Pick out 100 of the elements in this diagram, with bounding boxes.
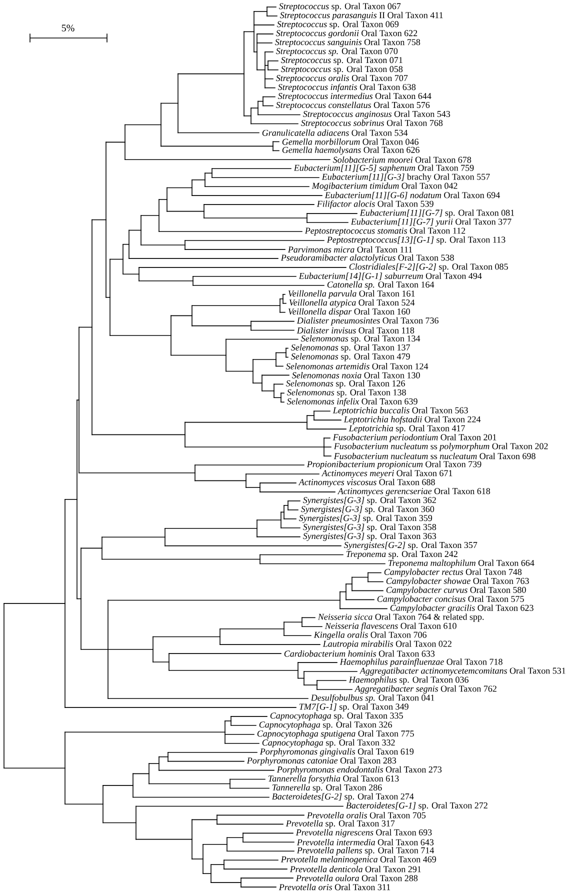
taxon-label: Treponema sp. Oral Taxon 242	[346, 550, 458, 559]
taxon-label: Selenomonas sp. Oral Taxon 134	[301, 335, 420, 344]
taxon-label: Selenomonas sp. Oral Taxon 479	[291, 353, 410, 362]
taxon-label: Campylobacter concisus Oral Taxon 575	[377, 596, 524, 604]
taxon-label: Gemella haemolysans Oral Taxon 626	[282, 146, 420, 155]
taxon-label: Eubacterium[11][G-3] brachy Oral Taxon 557	[322, 174, 490, 182]
taxon-label: Neisseria sicca Oral Taxon 764 & related spp.	[318, 614, 484, 622]
taxon-label: Prevotella oralis Oral Taxon 705	[306, 812, 426, 818]
taxon-label: Prevotella intermedia Oral Taxon 643	[296, 838, 434, 846]
taxon-label: Prevotella melaninogenica Oral Taxon 469	[280, 856, 436, 864]
taxon-label: Streptococcus parasanguis II Oral Taxon 411	[280, 12, 443, 20]
taxon-label: Streptococcus gordonii Oral Taxon 622	[276, 30, 418, 38]
taxon-label: Actinomyces gerencseriae Oral Taxon 618	[337, 488, 490, 496]
taxon-label: Dialister invisus Oral Taxon 118	[296, 327, 414, 334]
taxon-label: Aggregatibacter actinomycetemcomitans Oral Taxon 531	[359, 667, 566, 676]
taxon-label: Peptostreptococcus[13][G-1] sp. Oral Taxon 113	[326, 236, 506, 245]
taxon-label: Prevotella sp. Oral Taxon 317	[286, 820, 395, 828]
taxon-label: Eubacterium[11][G-7] yurii Oral Taxon 377	[350, 218, 512, 227]
taxon-label: Leptotrichia sp. Oral Taxon 417	[348, 424, 465, 434]
scale-label: 5%	[62, 24, 74, 32]
taxon-label: Capnocytophaga sp. Oral Taxon 332	[262, 739, 395, 748]
taxon-label: Streptococcus sp. Oral Taxon 070	[276, 48, 398, 56]
taxon-label: Capnocytophaga sp. Oral Taxon 335	[270, 712, 403, 721]
taxon-label: Desulfobulbus sp. Oral Taxon 041	[310, 694, 434, 703]
taxon-label: Campylobacter curvus Oral Taxon 580	[386, 586, 526, 595]
taxon-label: Streptococcus sp. Oral Taxon 067	[279, 2, 401, 12]
taxon-label: Neisseria flavescens Oral Taxon 610	[324, 622, 456, 631]
taxon-label: Bacteroidetes[G-1] sp. Oral Taxon 272	[346, 802, 488, 810]
taxon-label: Eubacterium[14][G-1] saburreum Oral Taxon 494	[298, 272, 482, 280]
taxon-label: Gemella morbillorum Oral Taxon 046	[282, 138, 418, 145]
taxon-label: Eubacterium[11][G-7] sp. Oral Taxon 081	[360, 209, 514, 218]
taxon-label: Prevotella oulora Oral Taxon 288	[296, 874, 418, 882]
taxon-label: Leptotrichia buccalis Oral Taxon 563	[332, 407, 468, 416]
taxon-label: Synergistes[G-3] sp. Oral Taxon 360	[301, 506, 434, 514]
taxon-label: Granulicatella adiacens Oral Taxon 534	[262, 130, 408, 136]
taxon-label: Selenomonas sp. Oral Taxon 138	[287, 389, 406, 398]
taxon-label: Kingella oralis Oral Taxon 706	[314, 632, 426, 640]
taxon-label: Tannerella sp. Oral Taxon 286	[272, 784, 382, 792]
taxon-label: Selenomonas infelix Oral Taxon 639	[287, 398, 418, 406]
taxon-label: Porphyromonas catoniae Oral Taxon 283	[246, 757, 396, 766]
taxon-label: Streptococcus sanguinis Oral Taxon 758	[275, 38, 420, 47]
taxon-label: Selenomonas sp. Oral Taxon 126	[286, 380, 405, 388]
taxon-label: Catonella sp. Oral Taxon 164	[327, 281, 434, 290]
taxon-label: Bacteroidetes[G-2] sp. Oral Taxon 274	[272, 793, 414, 802]
taxon-label: Fusobacterium periodontium Oral Taxon 201	[332, 434, 496, 442]
taxon-label: Campylobacter gracilis Oral Taxon 623	[390, 604, 534, 613]
taxon-label: Streptococcus constellatus Oral Taxon 576	[276, 102, 430, 110]
taxon-label: Streptococcus infantis Oral Taxon 638	[278, 84, 416, 92]
taxon-label: Mogibacterium timidum Oral Taxon 042	[312, 182, 458, 191]
taxon-label: Synergistes[G-3] sp. Oral Taxon 358	[303, 524, 436, 532]
taxon-label: Streptococcus sobrinus Oral Taxon 768	[301, 120, 443, 128]
taxon-label: Prevotella oris Oral Taxon 311	[278, 884, 390, 890]
taxon-label: Haemophilus sp. Oral Taxon 036	[348, 676, 468, 685]
taxon-label: Propionibacterium propionicum Oral Taxon 739	[306, 460, 482, 470]
taxon-label: Prevotella denticola Oral Taxon 291	[290, 866, 421, 872]
taxon-label: Solobacterium moorei Oral Taxon 678	[333, 156, 472, 163]
taxon-label: Peptostreptococcus stomatis Oral Taxon 112	[304, 227, 466, 236]
taxon-label: Synergistes[G-3] sp. Oral Taxon 359	[299, 514, 432, 523]
taxon-label: Selenomonas noxia Oral Taxon 130	[292, 372, 420, 378]
taxon-label: Fusobacterium nucleatum ss polymorphum Oral Taxon 202	[334, 442, 548, 452]
taxon-label: Aggregatibacter segnis Oral Taxon 762	[354, 685, 496, 694]
taxon-label: Clostridiales[F-2][G-2] sp. Oral Taxon 085	[349, 263, 508, 272]
taxon-label: Veillonella dispar Oral Taxon 160	[288, 308, 410, 316]
taxon-label: Synergistes[G-3] sp. Oral Taxon 362	[303, 496, 436, 505]
taxon-label: Campylobacter rectus Oral Taxon 748	[384, 568, 522, 577]
taxon-label: Streptococcus anginosus Oral Taxon 543	[303, 110, 450, 119]
taxon-label: Eubacterium[11][G-6] nodatum Oral Taxon 694	[324, 192, 500, 200]
taxon-label: Selenomonas sp. Oral Taxon 137	[291, 344, 410, 352]
taxon-label: Synergistes[G-3] sp. Oral Taxon 363	[303, 532, 436, 541]
taxon-label: Streptococcus oralis Oral Taxon 707	[276, 74, 408, 83]
taxon-label: Pseudoramibacter alactolyticus Oral Taxon 538	[280, 254, 454, 263]
taxon-label: Treponema maltophilum Oral Taxon 664	[388, 560, 534, 568]
taxon-label: Capnocytophaga sputigena Oral Taxon 775	[257, 730, 414, 738]
taxon-label: Actinomyces meyeri Oral Taxon 671	[321, 470, 452, 478]
taxon-label: Prevotella pallens sp. Oral Taxon 714	[296, 847, 434, 856]
taxon-label: TM7[G-1] sp. Oral Taxon 349	[300, 703, 408, 712]
taxon-label: Campylobacter showae Oral Taxon 763	[386, 578, 529, 586]
taxon-label: Tannerella forsythia Oral Taxon 613	[268, 775, 399, 784]
taxon-label: Porphyromonas endodontalis Oral Taxon 273	[276, 766, 442, 774]
taxon-label: Lautropia mirabilis Oral Taxon 022	[322, 640, 452, 649]
taxon-label: Synergistes[G-2] sp. Oral Taxon 357	[344, 542, 478, 550]
taxon-label: Dialister pneumosintes Oral Taxon 736	[296, 317, 438, 326]
taxon-label: Haemophilus parainfluenzae Oral Taxon 718	[340, 658, 502, 667]
taxon-label: Selenomonas artemidis Oral Taxon 124	[286, 363, 428, 370]
taxon-label: Filifactor alocis Oral Taxon 539	[316, 200, 434, 209]
taxon-label: Veillonella parvula Oral Taxon 161	[288, 290, 415, 298]
taxon-label: Actinomyces viscosus Oral Taxon 688	[298, 478, 435, 488]
taxon-label: Cardiobacterium hominis Oral Taxon 633	[284, 650, 435, 657]
taxon-label: Prevotella nigrescens Oral Taxon 693	[296, 829, 432, 838]
taxon-label: Leptotrichia hofstadii Oral Taxon 224	[344, 416, 481, 424]
taxon-label: Streptococcus sp. Oral Taxon 058	[281, 66, 403, 74]
taxon-label: Capnocytophaga sp. Oral Taxon 326	[259, 721, 392, 730]
taxon-label: Porphyromonas gingivalis Oral Taxon 619	[260, 748, 414, 756]
taxon-label: Parvimonas micra Oral Taxon 111	[288, 246, 412, 253]
taxon-label: Streptococcus sp. Oral Taxon 071	[281, 56, 402, 65]
taxon-label: Veillonella atypica Oral Taxon 524	[289, 299, 415, 308]
taxon-label: Eubacterium[11][G-5] saphenum Oral Taxon 759	[294, 164, 474, 173]
taxon-label: Streptococcus sp. Oral Taxon 069	[277, 20, 399, 30]
taxon-label: Streptococcus intermedius Oral Taxon 644	[278, 92, 432, 101]
taxon-label: Fusobacterium nucleatum ss nucleatum Oral Taxon 698	[334, 452, 536, 460]
